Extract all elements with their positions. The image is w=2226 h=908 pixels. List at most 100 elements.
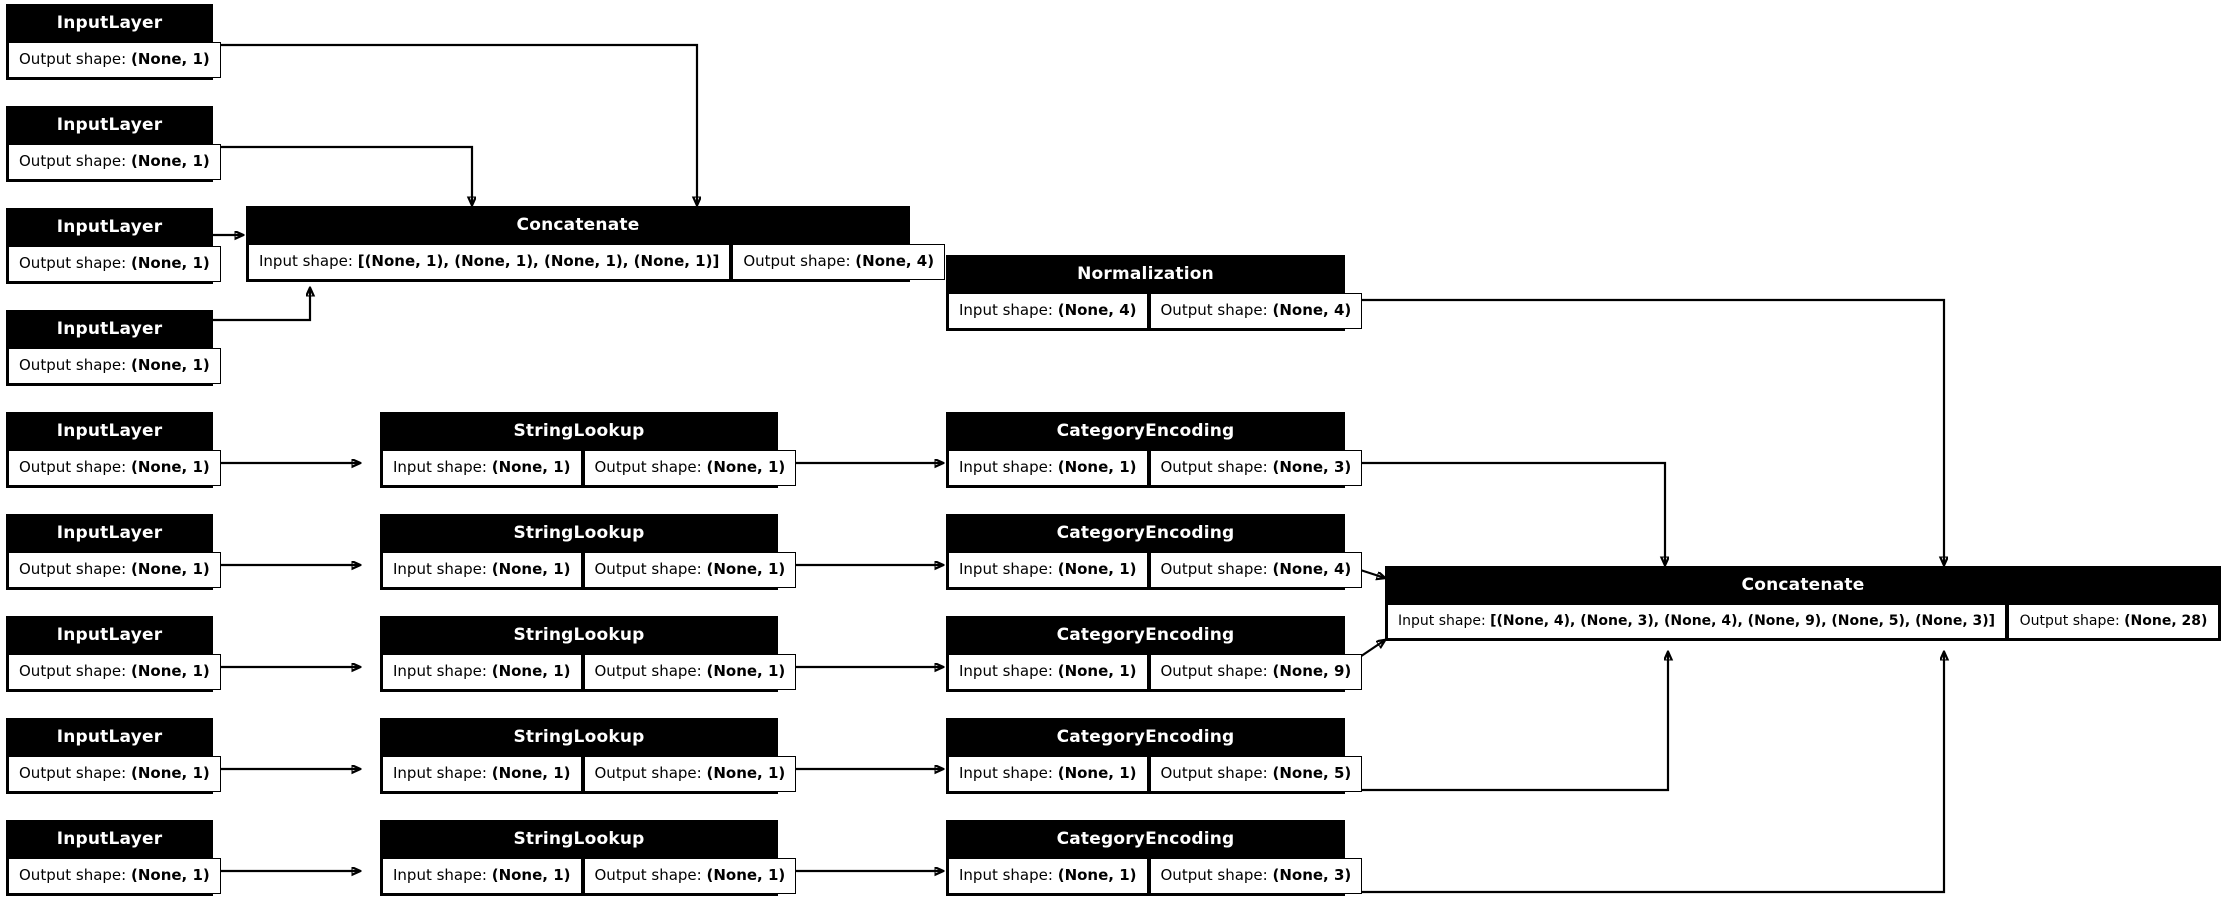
node-title: StringLookup (382, 720, 776, 756)
output-shape-value: (None, 4) (1272, 301, 1352, 319)
output-shape-cell: Output shape: (None, 1) (8, 858, 221, 894)
input-shape-label: Input shape: (393, 662, 487, 680)
output-shape-label: Output shape: (594, 764, 702, 782)
output-shape-value: (None, 3) (1272, 458, 1352, 476)
node-input-layer-6[interactable]: InputLayer Output shape: (None, 1) (6, 514, 221, 590)
node-string-lookup-3[interactable]: StringLookup Input shape: (None, 1) Outp… (380, 616, 797, 692)
node-shape-row: Output shape: (None, 1) (8, 246, 221, 282)
node-input-layer-4[interactable]: InputLayer Output shape: (None, 1) (6, 310, 221, 386)
output-shape-value: (None, 1) (130, 662, 210, 680)
input-shape-cell: Input shape: (None, 4) (948, 293, 1148, 329)
node-input-layer-3[interactable]: InputLayer Output shape: (None, 1) (6, 208, 221, 284)
node-input-layer-5[interactable]: InputLayer Output shape: (None, 1) (6, 412, 221, 488)
node-concatenate-numeric[interactable]: Concatenate Input shape: [(None, 1), (No… (246, 206, 946, 282)
input-shape-cell: Input shape: (None, 1) (948, 858, 1148, 894)
node-string-lookup-5[interactable]: StringLookup Input shape: (None, 1) Outp… (380, 820, 797, 896)
node-shape-row: Input shape: (None, 4) Output shape: (No… (948, 293, 1363, 329)
node-category-encoding-4[interactable]: CategoryEncoding Input shape: (None, 1) … (946, 718, 1363, 794)
node-title: InputLayer (8, 108, 211, 144)
node-title: StringLookup (382, 822, 776, 858)
input-shape-label: Input shape: (393, 866, 487, 884)
output-shape-label: Output shape: (1160, 560, 1268, 578)
node-string-lookup-2[interactable]: StringLookup Input shape: (None, 1) Outp… (380, 514, 797, 590)
edge-input1-concat (213, 43, 697, 205)
output-shape-value: (None, 1) (706, 560, 786, 578)
input-shape-label: Input shape: (959, 458, 1053, 476)
node-shape-row: Output shape: (None, 1) (8, 858, 221, 894)
output-shape-label: Output shape: (19, 356, 127, 374)
node-input-layer-1[interactable]: InputLayer Output shape: (None, 1) (6, 4, 221, 80)
input-shape-cell: Input shape: (None, 1) (948, 450, 1148, 486)
node-shape-row: Input shape: (None, 1) Output shape: (No… (382, 858, 797, 894)
node-category-encoding-5[interactable]: CategoryEncoding Input shape: (None, 1) … (946, 820, 1363, 896)
output-shape-cell: Output shape: (None, 4) (1149, 552, 1363, 588)
output-shape-value: (None, 1) (130, 560, 210, 578)
output-shape-value: (None, 1) (130, 866, 210, 884)
output-shape-cell: Output shape: (None, 1) (583, 552, 797, 588)
input-shape-value: (None, 1) (491, 458, 571, 476)
node-shape-row: Output shape: (None, 1) (8, 450, 221, 486)
output-shape-value: (None, 1) (130, 356, 210, 374)
input-shape-label: Input shape: (959, 866, 1053, 884)
node-input-layer-2[interactable]: InputLayer Output shape: (None, 1) (6, 106, 221, 182)
output-shape-cell: Output shape: (None, 1) (8, 756, 221, 792)
node-normalization[interactable]: Normalization Input shape: (None, 4) Out… (946, 255, 1363, 331)
edge-input4-concat (213, 288, 310, 322)
node-shape-row: Output shape: (None, 1) (8, 42, 221, 78)
output-shape-value: (None, 1) (130, 50, 210, 68)
node-title: Concatenate (1387, 568, 2219, 604)
output-shape-cell: Output shape: (None, 1) (583, 756, 797, 792)
input-shape-value: (None, 4) (1057, 301, 1137, 319)
output-shape-value: (None, 3) (1272, 866, 1352, 884)
node-shape-row: Output shape: (None, 1) (8, 144, 221, 180)
input-shape-label: Input shape: (1398, 613, 1486, 629)
node-category-encoding-3[interactable]: CategoryEncoding Input shape: (None, 1) … (946, 616, 1363, 692)
output-shape-label: Output shape: (19, 662, 127, 680)
output-shape-label: Output shape: (594, 866, 702, 884)
node-shape-row: Input shape: (None, 1) Output shape: (No… (382, 654, 797, 690)
node-input-layer-7[interactable]: InputLayer Output shape: (None, 1) (6, 616, 221, 692)
input-shape-value: [(None, 1), (None, 1), (None, 1), (None,… (357, 252, 720, 270)
output-shape-label: Output shape: (2019, 613, 2120, 629)
node-shape-row: Input shape: (None, 1) Output shape: (No… (382, 450, 797, 486)
input-shape-label: Input shape: (259, 252, 353, 270)
input-shape-cell: Input shape: (None, 1) (948, 552, 1148, 588)
output-shape-cell: Output shape: (None, 1) (8, 348, 221, 384)
output-shape-label: Output shape: (19, 764, 127, 782)
output-shape-label: Output shape: (1160, 866, 1268, 884)
node-title: CategoryEncoding (948, 720, 1343, 756)
edge-input2-concat (213, 145, 472, 205)
node-concatenate-all[interactable]: Concatenate Input shape: [(None, 4), (No… (1385, 566, 2221, 641)
input-shape-cell: Input shape: (None, 1) (382, 450, 582, 486)
node-title: CategoryEncoding (948, 618, 1343, 654)
node-input-layer-9[interactable]: InputLayer Output shape: (None, 1) (6, 820, 221, 896)
output-shape-value: (None, 1) (706, 866, 786, 884)
output-shape-label: Output shape: (19, 152, 127, 170)
output-shape-cell: Output shape: (None, 1) (8, 246, 221, 282)
output-shape-cell: Output shape: (None, 1) (583, 654, 797, 690)
output-shape-label: Output shape: (1160, 764, 1268, 782)
node-shape-row: Output shape: (None, 1) (8, 348, 221, 384)
node-string-lookup-1[interactable]: StringLookup Input shape: (None, 1) Outp… (380, 412, 797, 488)
output-shape-cell: Output shape: (None, 1) (8, 552, 221, 588)
node-input-layer-8[interactable]: InputLayer Output shape: (None, 1) (6, 718, 221, 794)
node-title: Normalization (948, 257, 1343, 293)
node-shape-row: Input shape: (None, 1) Output shape: (No… (948, 858, 1363, 894)
output-shape-cell: Output shape: (None, 1) (8, 42, 221, 78)
output-shape-label: Output shape: (1160, 458, 1268, 476)
input-shape-value: [(None, 4), (None, 3), (None, 4), (None,… (1490, 613, 1996, 629)
node-string-lookup-4[interactable]: StringLookup Input shape: (None, 1) Outp… (380, 718, 797, 794)
output-shape-label: Output shape: (594, 662, 702, 680)
node-category-encoding-2[interactable]: CategoryEncoding Input shape: (None, 1) … (946, 514, 1363, 590)
output-shape-value: (None, 9) (1272, 662, 1352, 680)
input-shape-label: Input shape: (959, 764, 1053, 782)
node-title: InputLayer (8, 618, 211, 654)
output-shape-value: (None, 28) (2124, 613, 2208, 629)
output-shape-cell: Output shape: (None, 9) (1149, 654, 1363, 690)
output-shape-cell: Output shape: (None, 3) (1149, 858, 1363, 894)
input-shape-cell: Input shape: (None, 1) (382, 858, 582, 894)
node-shape-row: Input shape: (None, 1) Output shape: (No… (382, 756, 797, 792)
input-shape-cell: Input shape: (None, 1) (948, 654, 1148, 690)
node-category-encoding-1[interactable]: CategoryEncoding Input shape: (None, 1) … (946, 412, 1363, 488)
output-shape-cell: Output shape: (None, 4) (1149, 293, 1363, 329)
